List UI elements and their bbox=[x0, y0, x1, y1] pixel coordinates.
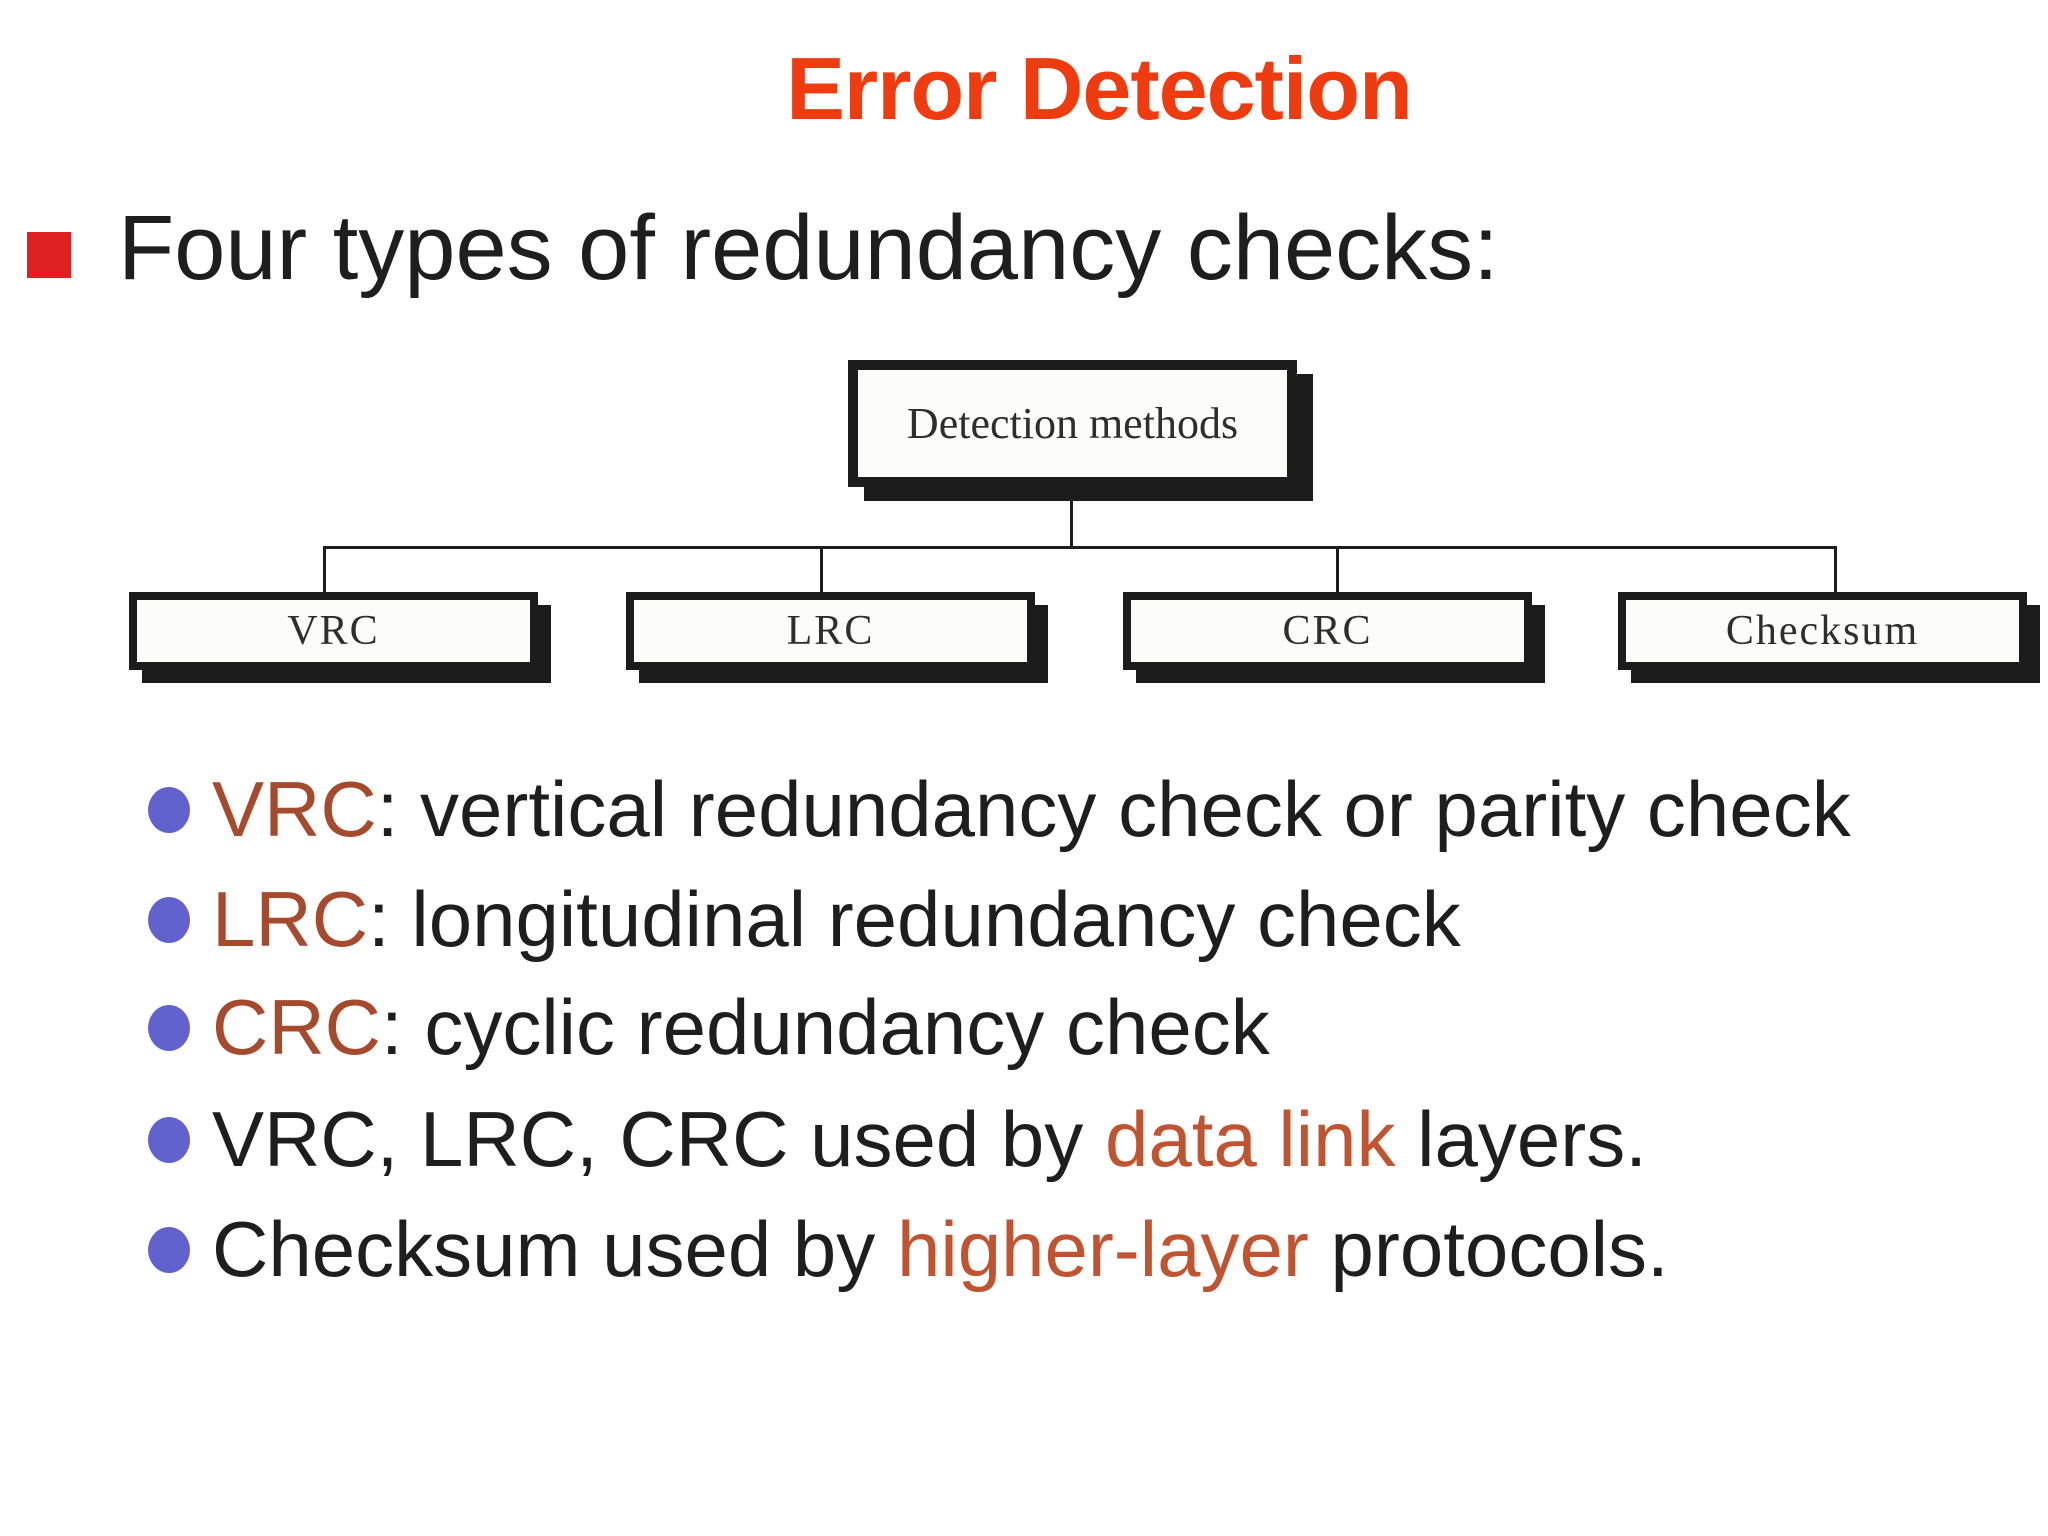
tree-node-checksum-label: Checksum bbox=[1725, 608, 1920, 654]
connector-root-stub bbox=[1070, 485, 1073, 549]
tree-root-box: Detection methods bbox=[848, 360, 1297, 487]
bullet-post: : vertical redundancy check or parity ch… bbox=[376, 765, 1851, 853]
bullet-text: VRC: vertical redundancy check or parity… bbox=[212, 765, 1851, 853]
connector-drop-lrc bbox=[820, 548, 823, 594]
bullet-post: : longitudinal redundancy check bbox=[368, 875, 1461, 963]
bullet-post: : cyclic redundancy check bbox=[381, 983, 1270, 1071]
tree-node-crc-label: CRC bbox=[1282, 608, 1373, 654]
bullet-item-datalink: VRC, LRC, CRC used by data link layers. bbox=[148, 1095, 1647, 1183]
connector-drop-checksum bbox=[1834, 548, 1837, 594]
tree-node-vrc: VRC bbox=[129, 592, 538, 670]
connector-horizontal bbox=[323, 546, 1837, 549]
bullet-post: protocols. bbox=[1308, 1205, 1669, 1293]
tree-node-lrc: LRC bbox=[626, 592, 1035, 670]
bullet-item-checksum: Checksum used by higher-layer protocols. bbox=[148, 1205, 1669, 1293]
blue-bullet-icon bbox=[148, 1117, 190, 1163]
heading-text: Four types of redundancy checks: bbox=[118, 197, 1499, 299]
bullet-accent: data link bbox=[1104, 1095, 1396, 1183]
tree-node-crc: CRC bbox=[1123, 592, 1532, 670]
bullet-item-lrc: LRC: longitudinal redundancy check bbox=[148, 875, 1461, 963]
tree-node-vrc-label: VRC bbox=[287, 608, 380, 654]
blue-bullet-icon bbox=[148, 1005, 190, 1051]
blue-bullet-icon bbox=[148, 897, 190, 943]
bullet-pre: Checksum used by bbox=[212, 1205, 897, 1293]
bullet-text: LRC: longitudinal redundancy check bbox=[212, 875, 1461, 963]
connector-drop-crc bbox=[1336, 548, 1339, 594]
tree-root-label: Detection methods bbox=[906, 399, 1239, 448]
bullet-accent: higher-layer bbox=[896, 1205, 1309, 1293]
bullet-accent: LRC bbox=[212, 875, 369, 963]
bullet-text: VRC, LRC, CRC used by data link layers. bbox=[212, 1095, 1647, 1183]
slide-title: Error Detection bbox=[786, 39, 1413, 138]
bullet-accent: CRC bbox=[212, 983, 381, 1071]
bullet-accent: VRC bbox=[212, 765, 377, 853]
red-square-bullet-icon bbox=[27, 232, 71, 278]
bullet-post: layers. bbox=[1395, 1095, 1647, 1183]
bullet-pre: VRC, LRC, CRC used by bbox=[212, 1095, 1105, 1183]
tree-node-lrc-label: LRC bbox=[786, 608, 875, 654]
bullet-text: CRC: cyclic redundancy check bbox=[212, 983, 1270, 1071]
blue-bullet-icon bbox=[148, 787, 190, 833]
blue-bullet-icon bbox=[148, 1227, 190, 1273]
connector-drop-vrc bbox=[323, 548, 326, 594]
tree-node-checksum: Checksum bbox=[1618, 592, 2027, 670]
bullet-text: Checksum used by higher-layer protocols. bbox=[212, 1205, 1669, 1293]
bullet-item-vrc: VRC: vertical redundancy check or parity… bbox=[148, 765, 1851, 853]
bullet-item-crc: CRC: cyclic redundancy check bbox=[148, 983, 1270, 1071]
